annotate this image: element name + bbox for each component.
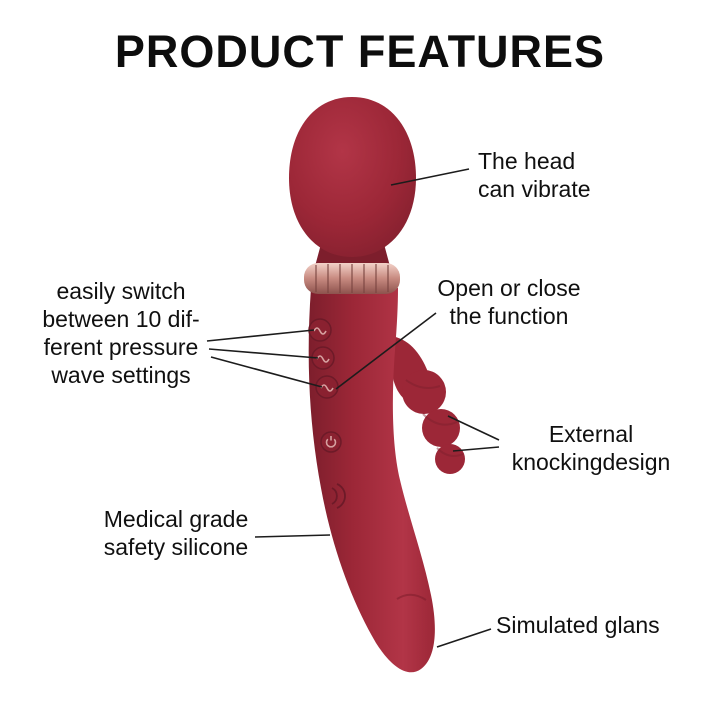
annotation-pressure-settings: easily switch between 10 dif- ferent pre… — [42, 278, 200, 389]
leader-knocking-2 — [452, 446, 500, 452]
annotation-simulated-glans: Simulated glans — [496, 612, 660, 638]
glans-crease — [396, 593, 427, 601]
power-button — [320, 431, 342, 453]
leader-knocking-1 — [447, 415, 500, 441]
control-buttons — [308, 318, 346, 509]
leader-silicone — [254, 534, 331, 538]
massager-illustration — [289, 97, 465, 673]
annotation-external-knocking: External knockingdesign — [511, 421, 671, 476]
metallic-band — [304, 263, 400, 294]
arm-crease-1 — [405, 379, 441, 389]
arm-crease-3 — [436, 447, 464, 457]
arm-knob-1 — [402, 370, 446, 414]
leader-pressure-2 — [208, 348, 319, 359]
knocking-arm — [389, 336, 465, 474]
wave-button-1 — [308, 318, 332, 342]
massager-body — [308, 288, 435, 673]
arm-knob-2 — [422, 409, 460, 447]
leader-glans — [436, 628, 492, 648]
annotation-medical-silicone: Medical grade safety silicone — [103, 506, 249, 561]
leader-function — [335, 312, 437, 390]
leader-lines — [206, 168, 500, 648]
speaker-marks — [331, 483, 346, 509]
annotation-head: The head can vibrate — [478, 148, 591, 203]
band-stripes — [315, 264, 389, 293]
page-title: PRODUCT FEATURES — [114, 26, 606, 77]
arm-knob-3 — [435, 444, 465, 474]
arm-crease-2 — [422, 413, 458, 426]
annotation-open-close-function: Open or close the function — [437, 275, 581, 330]
leader-head — [390, 168, 470, 186]
massager-head — [289, 97, 416, 257]
leader-pressure-3 — [210, 356, 323, 388]
leader-pressure-1 — [206, 329, 315, 342]
